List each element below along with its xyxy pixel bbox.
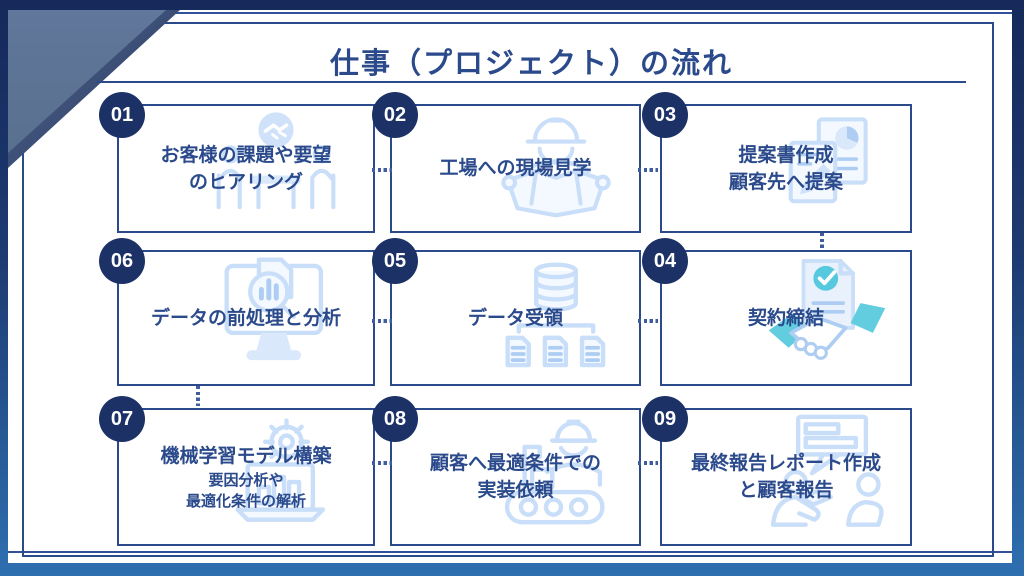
step-number-badge: 09 [642,396,688,442]
final-report-icon [758,414,896,540]
frame-accent-line-top [8,12,1012,14]
step-subtitle-line: 要因分析や [208,472,284,490]
step-card-01: 01 お客様の課題や要望 のヒアリング [99,92,375,233]
step-title-line: 工場への現場見学 [439,158,592,180]
step-title-line: 顧客へ最適条件での [429,453,601,475]
step-subtitle-line: 最適化条件の解析 [185,493,306,511]
step-text: 最終報告レポート作成 と顧客報告 [662,449,910,504]
step-number-badge: 02 [372,92,418,138]
contract-handshake-icon [758,256,896,380]
step-number-badge: 01 [99,92,145,138]
step-number-badge: 04 [642,238,688,284]
step-title-line: 実装依頼 [477,480,554,501]
dotted-connector-07-08 [372,461,392,465]
step-number-badge: 07 [99,396,145,442]
meeting-hearing-icon [207,110,345,227]
step-card-04: 04 契約締結 [642,238,912,386]
step-number-badge: 06 [99,238,145,284]
step-text: データ受領 [392,304,639,333]
step-card-07: 07 機械学習モデル構築 要因分析や 最適化条件の解析 [99,396,375,546]
step-number-badge: 05 [372,238,418,284]
data-analysis-icon [211,256,349,380]
step-text: 工場への現場見学 [392,154,639,183]
frame-accent-line-bottom [8,551,1012,553]
step-number-badge: 03 [642,92,688,138]
ml-model-icon [215,414,353,540]
step-text: 機械学習モデル構築 要因分析や 最適化条件の解析 [119,442,373,513]
step-card-09: 09 最終報告レポート作成 と顧客報告 [642,396,912,546]
step-title-line: データ受領 [467,307,563,329]
step-number: 08 [383,407,407,430]
step-title-line: 最終報告レポート作成 [690,453,881,475]
inner-frame-border [22,22,994,557]
step-text: 顧客へ最適条件での 実装依頼 [392,449,639,504]
dotted-connector-08-09 [638,461,658,465]
step-title-line: データの前処理と分析 [150,307,341,329]
step-number: 05 [383,249,407,272]
step-text: 契約締結 [662,304,910,333]
step-number-badge: 08 [372,396,418,442]
step-text: お客様の課題や要望 のヒアリング [119,141,373,196]
step-title-line: と顧客報告 [738,480,834,501]
dotted-connector-05-06 [372,319,392,323]
step-number: 02 [383,103,407,126]
dotted-connector-04-05 [638,319,658,323]
step-text: データの前処理と分析 [119,304,373,333]
step-number: 01 [110,103,134,126]
step-number: 04 [653,249,677,272]
step-card-05: 05 データ受領 [372,238,641,386]
title-underline [97,81,966,83]
step-title-line: 顧客先へ提案 [728,171,843,193]
step-number: 07 [110,407,134,430]
step-title-line: 提案書作成 [738,144,834,166]
step-title-line: お客様の課題や要望 [160,144,332,166]
page-title: 仕事（プロジェクト）の流れ [329,48,733,80]
step-number: 03 [653,103,677,126]
dotted-connector-06-07 [196,386,200,406]
step-title-line: 契約締結 [747,307,824,329]
factory-visit-icon [487,110,625,227]
implementation-request-icon [487,414,625,540]
step-card-06: 06 データの前処理と分析 [99,238,375,386]
proposal-document-icon [758,110,896,227]
step-number: 09 [653,407,677,430]
step-text: 提案書作成 顧客先へ提案 [662,141,910,196]
dotted-connector-02-03 [638,168,658,172]
step-card-08: 08 顧客へ最適条件での 実装依頼 [372,396,641,546]
step-card-03: 03 提案書作成 顧客先へ提案 [642,92,912,233]
step-title-line: 機械学習モデル構築 [160,445,332,467]
dotted-connector-03-04 [820,233,824,249]
data-receipt-icon [487,256,625,380]
step-card-02: 02 工場への現場見学 [372,92,641,233]
step-number: 06 [110,249,134,272]
step-title-line: のヒアリング [188,171,303,193]
dotted-connector-01-02 [372,168,392,172]
